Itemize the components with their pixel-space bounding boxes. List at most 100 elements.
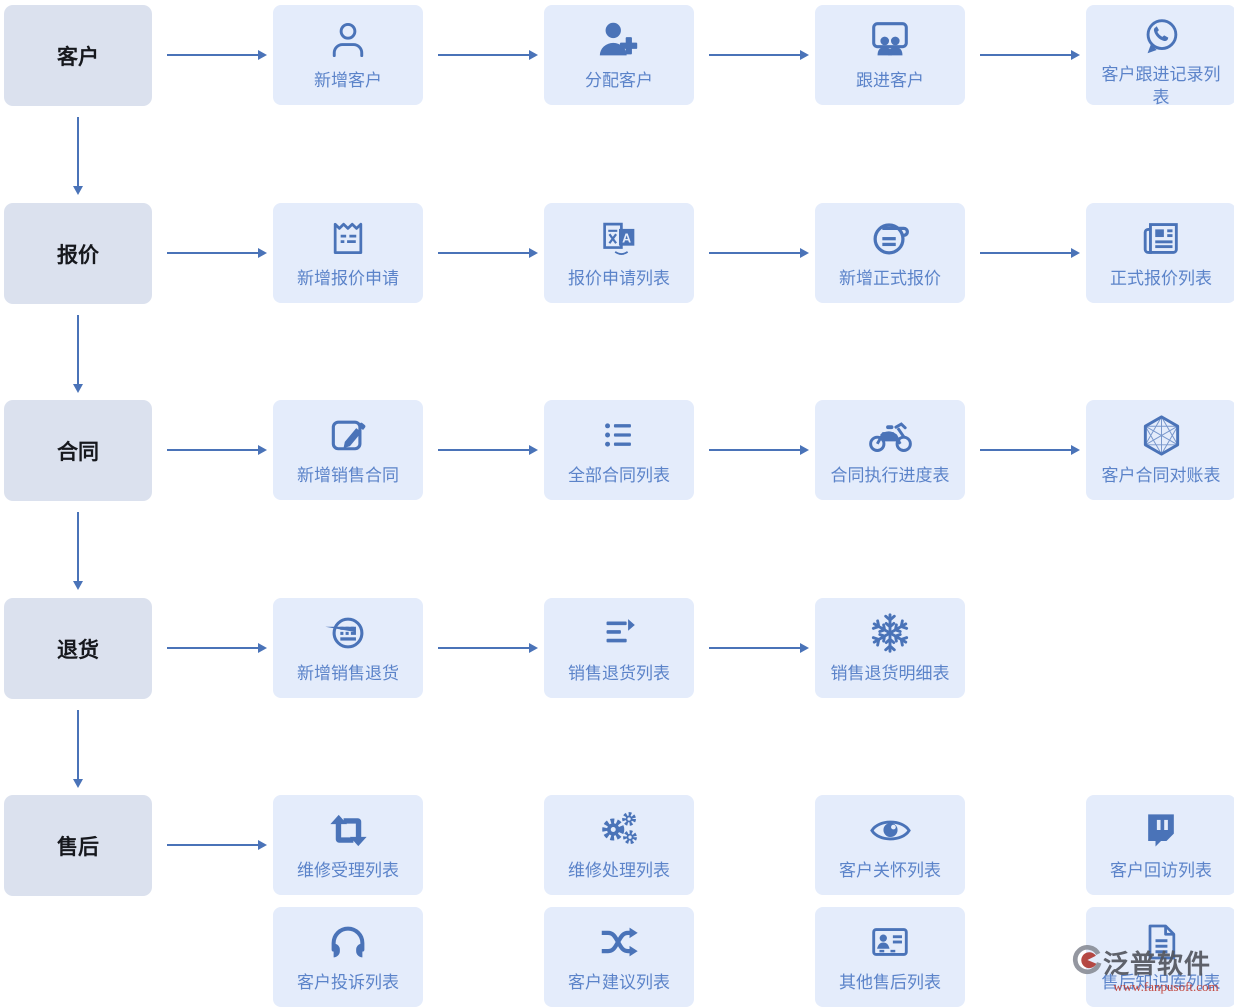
stage-box-return: 退货 [4,598,152,699]
flow-arrow-gap [694,203,815,303]
flow-card[interactable]: 客户跟进记录列表 [1086,5,1234,107]
snowflake-icon [867,607,913,659]
flow-card[interactable]: 客户关怀列表 [815,795,965,895]
flow-card[interactable]: 分配客户 [544,5,694,105]
headphones-icon [325,916,371,968]
flow-card[interactable]: 跟进客户 [815,5,965,105]
fanpu-logo-icon [1072,945,1102,980]
right-arrow [437,449,530,451]
down-arrow [77,710,79,780]
card-grid: 维修受理列表 维修处理列表客户关怀列表 客户回访列表客户投诉列表客户建议列表 其他售后… [273,795,1234,1007]
stage-box-customer: 客户 [4,5,152,106]
flow-card[interactable]: 客户建议列表 [544,907,694,1007]
card-label: 客户关怀列表 [839,861,941,880]
flow-card[interactable]: A 报价申请列表 [544,203,694,303]
card-label: 客户建议列表 [568,973,670,992]
right-arrow [979,449,1072,451]
translate-icon: A [596,212,642,264]
flow-card[interactable]: 客户回访列表 [1086,795,1234,895]
right-arrow [979,54,1072,56]
user-icon [326,14,370,66]
card-label: 销售退货列表 [568,664,670,683]
card-label: 其他售后列表 [839,973,941,992]
flow-arrow-gap [152,5,273,105]
card-subrow: 新增销售合同 全部合同列表合同执行进度表 客户合同对账表 [273,400,1234,500]
flow-card[interactable]: 销售退货列表 [544,598,694,698]
shuffle-icon [596,916,642,968]
flow-card[interactable]: 客户投诉列表 [273,907,423,1007]
flow-arrow-gap [694,400,815,500]
right-arrow [166,252,259,254]
flow-card[interactable]: 新增销售退货 [273,598,423,698]
card-grid: 新增销售退货销售退货列表 销售退货明细表 [273,598,965,698]
flow-card[interactable]: 合同执行进度表 [815,400,965,500]
card-label: 维修受理列表 [297,861,399,880]
card-label: 销售退货明细表 [830,664,950,683]
edit-icon [326,409,370,461]
flow-arrow-gap [423,598,544,698]
card-subrow: 新增客户 分配客户跟进客户 客户跟进记录列表 [273,5,1234,107]
flow-card[interactable]: 正式报价列表 [1086,203,1234,303]
card-label: 报价申请列表 [568,269,670,288]
stage-label: 客户 [57,45,99,69]
card-label: 新增客户 [314,71,382,90]
card-label: 合同执行进度表 [830,466,950,485]
card-grid: 新增销售合同 全部合同列表合同执行进度表 客户合同对账表 [273,400,1234,500]
flow-arrow-gap [694,5,815,105]
keyboard-circle-icon [325,607,371,659]
retweet-icon [325,804,372,856]
flow-card[interactable]: 新增报价申请 [273,203,423,303]
flow-arrow-gap [423,400,544,500]
svg-text:A: A [622,231,631,245]
outdent-arrow-icon [596,607,642,659]
card-label: 售后知识库列表 [1101,973,1221,992]
stage-box-aftersales: 售后 [4,795,152,896]
flow-arrow-gap [152,598,273,698]
flow-card[interactable]: 全部合同列表 [544,400,694,500]
flow-card[interactable]: 客户合同对账表 [1086,400,1234,500]
flow-card[interactable]: 新增正式报价 [815,203,965,303]
quote-note-icon [326,212,370,264]
chat-bubble-icon [1139,804,1183,856]
stage-label: 报价 [57,243,99,267]
stage-box-quote: 报价 [4,203,152,304]
flow-arrow-gap [152,203,273,303]
card-label: 客户合同对账表 [1101,466,1221,485]
right-arrow [437,647,530,649]
down-arrow [77,315,79,385]
id-card-icon [867,916,913,968]
flow-card[interactable]: 维修受理列表 [273,795,423,895]
card-grid: 新增客户 分配客户跟进客户 客户跟进记录列表 [273,5,1234,107]
right-arrow [708,647,801,649]
user-plus-icon [596,14,642,66]
right-arrow [437,252,530,254]
flow-card[interactable]: 售后知识库列表 [1086,907,1234,1007]
flow-arrow-gap [152,400,273,500]
whatsapp-icon [1138,14,1184,60]
presentation-people-icon [867,14,913,66]
right-arrow [166,449,259,451]
flow-arrow-gap [694,598,815,698]
stage-label: 退货 [57,638,99,662]
right-arrow [708,54,801,56]
flow-gap [423,795,544,895]
flow-gap [694,795,815,895]
flow-card[interactable]: 其他售后列表 [815,907,965,1007]
flow-row-contract: 合同新增销售合同全部合同列表合同执行进度表客户合同对账表 [4,400,1234,501]
newspaper-icon [1138,212,1184,264]
card-subrow: 新增报价申请 A 报价申请列表 新增正式报价 正式报价列表 [273,203,1234,303]
flow-card[interactable]: 销售退货明细表 [815,598,965,698]
flow-row-aftersales: 售后维修受理列表 维修处理列表客户关怀列表 客户回访列表客户投诉列表客户建议列表 其他… [4,795,1234,1007]
watermark-url: www.fanpusoft.com [1113,979,1219,994]
flow-card[interactable]: 新增销售合同 [273,400,423,500]
flow-card[interactable]: 维修处理列表 [544,795,694,895]
card-label: 新增正式报价 [839,269,941,288]
flow-row-return: 退货 新增销售退货销售退货列表 销售退货明细表 [4,598,965,699]
right-arrow [708,449,801,451]
flow-card[interactable]: 新增客户 [273,5,423,105]
right-arrow [708,252,801,254]
right-arrow [437,54,530,56]
card-label: 跟进客户 [856,71,924,90]
card-label: 正式报价列表 [1110,269,1212,288]
